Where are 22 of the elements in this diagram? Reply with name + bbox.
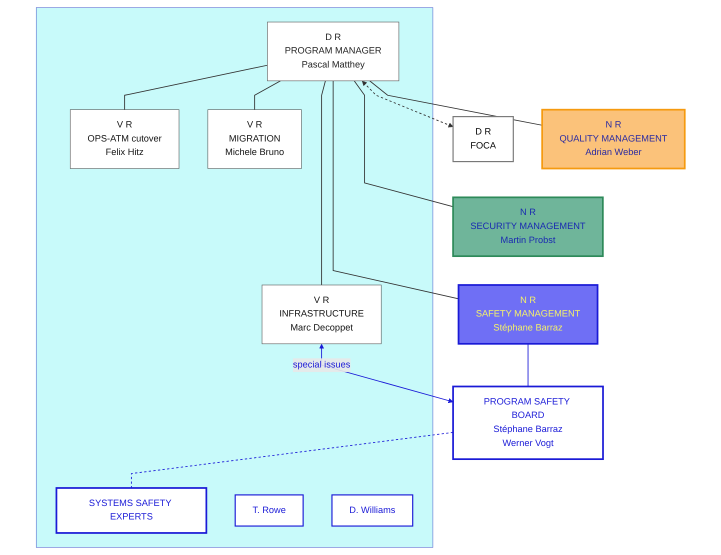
arrow — [362, 80, 454, 128]
node-box: SYSTEMS SAFETY EXPERTS — [56, 487, 208, 534]
node-box: D R PROGRAM MANAGER Pascal Matthey — [267, 22, 400, 82]
connector — [254, 80, 281, 110]
connector — [124, 64, 268, 110]
node-box: D R FOCA — [452, 116, 514, 162]
node-box: N R QUALITY MANAGEMENT Adrian Weber — [541, 108, 686, 170]
node-box: V R MIGRATION Michele Bruno — [208, 109, 302, 169]
cluster — [36, 7, 434, 548]
node-box: T. Rowe — [234, 494, 304, 527]
node-box: N R SAFETY MANAGEMENT Stéphane Barraz — [458, 284, 598, 345]
connector — [321, 80, 326, 286]
connector — [369, 80, 543, 126]
connector — [130, 432, 454, 488]
node-box: D. Williams — [331, 494, 414, 527]
node-box: V R INFRASTRUCTURE Marc Decoppet — [262, 284, 382, 344]
connector — [354, 80, 454, 208]
connector — [332, 80, 459, 300]
node-box: PROGRAM SAFETY BOARD Stéphane Barraz Werner Vogt — [452, 386, 604, 460]
node-box: N R SECURITY MANAGEMENT Martin Probst — [452, 196, 604, 258]
node-box: V R OPS-ATM cutover Felix Hitz — [70, 109, 180, 169]
edge-label: special issues — [292, 360, 350, 370]
